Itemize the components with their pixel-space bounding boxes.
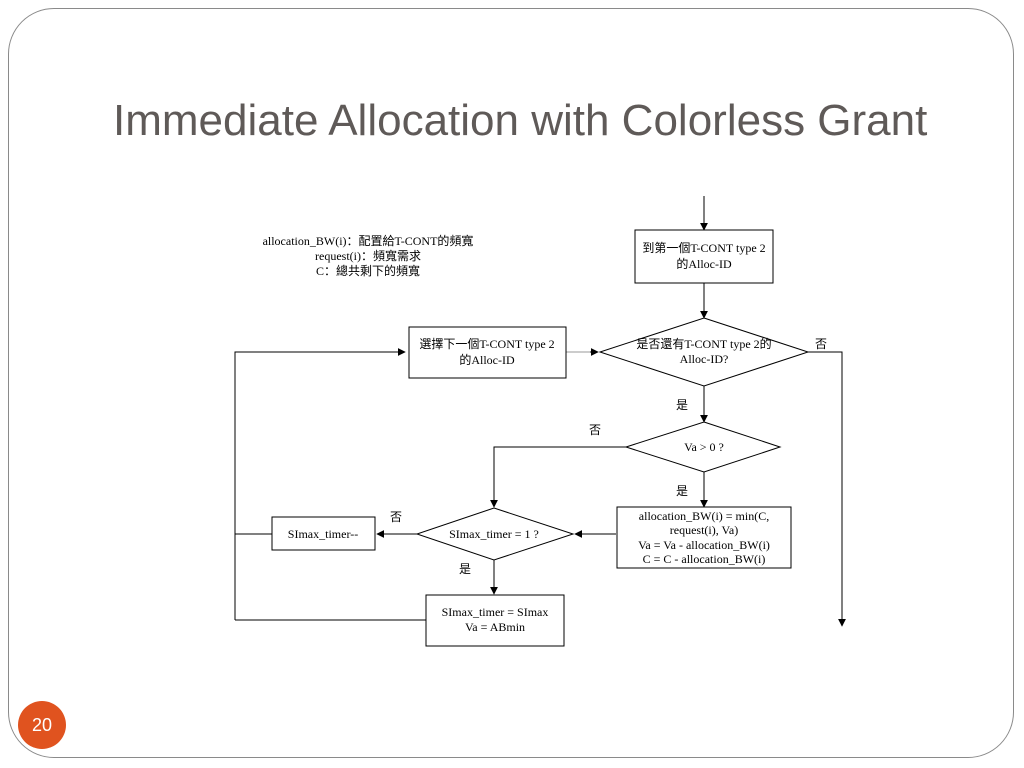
page-number-badge: 20 — [18, 701, 66, 749]
svg-text:到第一個T-CONT type 2: 到第一個T-CONT type 2 — [642, 241, 765, 255]
svg-text:Alloc-ID?: Alloc-ID? — [680, 352, 729, 366]
loop-back-arrow — [234, 348, 406, 535]
svg-text:request(i), Va): request(i), Va) — [670, 523, 738, 537]
edge-label-simax-no: 否 — [390, 510, 402, 524]
svg-text:Va = ABmin: Va = ABmin — [465, 620, 525, 634]
has-more-decision: 是否還有T-CONT type 2的 Alloc-ID? — [598, 317, 810, 387]
edge-label-va-no: 否 — [589, 423, 601, 437]
no-more-exit-arrow — [808, 351, 846, 627]
allocation-box: allocation_BW(i) = min(C, request(i), Va… — [616, 506, 792, 569]
edge-label-simax-yes: 是 — [459, 562, 471, 576]
legend-line-1: allocation_BW(i)：配置給T-CONT的頻寬 — [263, 233, 474, 248]
svg-text:allocation_BW(i) = min(C,: allocation_BW(i) = min(C, — [639, 509, 769, 523]
svg-text:的Alloc-ID: 的Alloc-ID — [459, 352, 515, 367]
svg-text:C = C - allocation_BW(i): C = C - allocation_BW(i) — [643, 552, 766, 566]
slide-title: Immediate Allocation with Colorless Gran… — [113, 96, 928, 145]
svg-text:SImax_timer--: SImax_timer-- — [288, 527, 358, 541]
va-no-arrow — [490, 446, 626, 508]
svg-text:的Alloc-ID: 的Alloc-ID — [676, 256, 732, 271]
legend-line-3: C：總共剩下的頻寬 — [316, 263, 420, 278]
va-decision: Va > 0 ? — [624, 421, 782, 473]
edge-label-has-more-no: 否 — [815, 337, 827, 351]
connectors — [234, 196, 846, 627]
edge-label-has-more-yes: 是 — [676, 398, 688, 412]
first-alloc-id-box: 到第一個T-CONT type 2 的Alloc-ID — [634, 229, 774, 284]
legend-line-2: request(i)：頻寬需求 — [315, 248, 421, 263]
definitions-legend: allocation_BW(i)：配置給T-CONT的頻寬 request(i)… — [263, 233, 474, 278]
svg-text:Va > 0 ?: Va > 0 ? — [684, 440, 724, 454]
simax-decrement-box: SImax_timer-- — [271, 516, 376, 551]
simax-decision: SImax_timer = 1 ? — [415, 507, 575, 561]
svg-text:SImax_timer = 1 ?: SImax_timer = 1 ? — [449, 527, 539, 541]
edge-label-va-yes: 是 — [676, 484, 688, 498]
svg-text:是否還有T-CONT type 2的: 是否還有T-CONT type 2的 — [636, 336, 771, 351]
svg-text:Va = Va - allocation_BW(i): Va = Va - allocation_BW(i) — [638, 538, 770, 552]
svg-text:選擇下一個T-CONT type 2: 選擇下一個T-CONT type 2 — [419, 336, 554, 351]
svg-text:SImax_timer = SImax: SImax_timer = SImax — [442, 605, 549, 619]
simax-reset-box: SImax_timer = SImax Va = ABmin — [425, 594, 565, 647]
next-alloc-id-box: 選擇下一個T-CONT type 2 的Alloc-ID — [408, 326, 567, 379]
